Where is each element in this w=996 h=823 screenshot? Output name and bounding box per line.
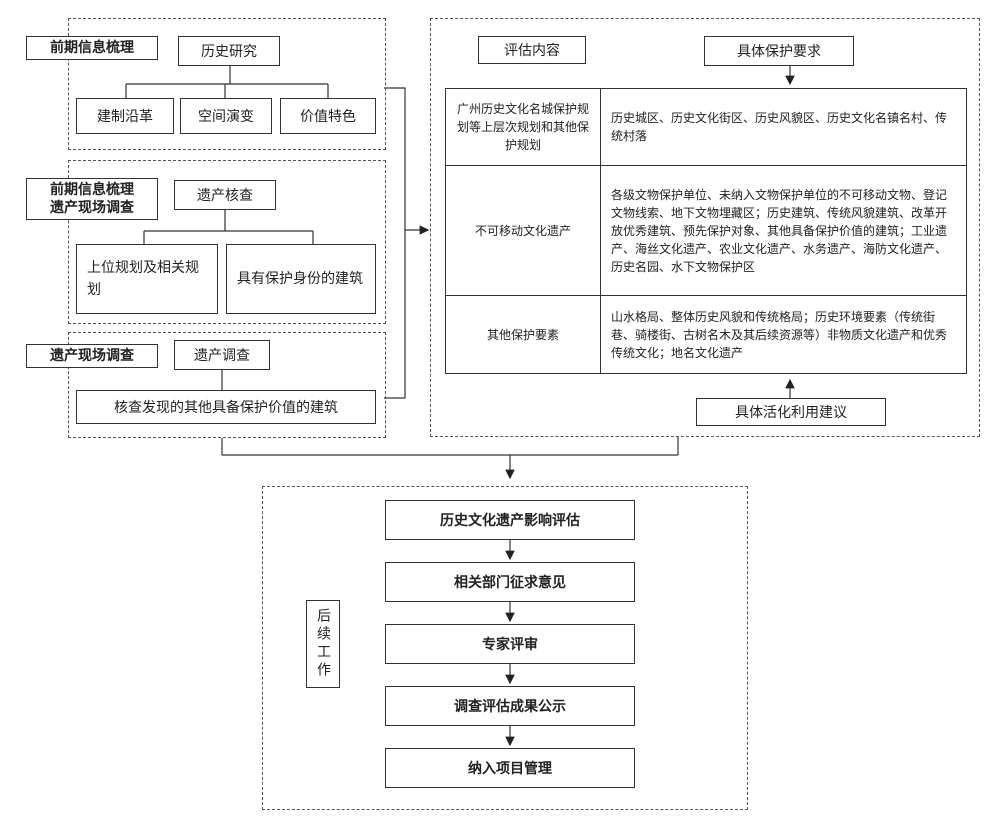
section2-frame — [68, 160, 386, 324]
section3-label: 遗产现场调查 — [26, 344, 158, 368]
row-name: 广州历史文化名城保护规划等上层次规划和其他保护规划 — [445, 88, 601, 166]
section1-label: 前期信息梳理 — [26, 36, 158, 60]
evaluation-frame — [430, 18, 980, 437]
followup-frame — [262, 486, 748, 810]
heritage-check-box: 遗产核查 — [174, 180, 276, 210]
step-box: 历史文化遗产影响评估 — [385, 500, 635, 540]
row-name: 其他保护要素 — [445, 296, 601, 374]
table-row: 广州历史文化名城保护规划等上层次规划和其他保护规划 历史城区、历史文化街区、历史… — [445, 88, 967, 166]
step-box: 专家评审 — [385, 624, 635, 664]
followup-label: 后续工作 — [306, 600, 340, 688]
activation-suggestion-box: 具体活化利用建议 — [696, 398, 886, 426]
table-row: 不可移动文化遗产 各级文物保护单位、未纳入文物保护单位的不可移动文物、登记文物线… — [445, 166, 967, 296]
eval-title-box: 评估内容 — [478, 36, 586, 64]
child-box: 建制沿革 — [76, 98, 174, 134]
history-research-box: 历史研究 — [178, 36, 280, 66]
section1-frame — [68, 18, 386, 150]
row-name: 不可移动文化遗产 — [445, 166, 601, 296]
step-box: 相关部门征求意见 — [385, 562, 635, 602]
child-box: 价值特色 — [280, 98, 376, 134]
evaluation-table: 广州历史文化名城保护规划等上层次规划和其他保护规划 历史城区、历史文化街区、历史… — [445, 88, 967, 374]
row-content: 山水格局、整体历史风貌和传统格局；历史环境要素（传统街巷、骑楼街、古树名木及其后… — [601, 296, 967, 374]
section2-label: 前期信息梳理 遗产现场调查 — [26, 178, 158, 220]
section2-label-line1: 前期信息梳理 — [50, 182, 134, 198]
step-box: 调查评估成果公示 — [385, 686, 635, 726]
child-box: 具有保护身份的建筑 — [226, 244, 376, 314]
step-box: 纳入项目管理 — [385, 748, 635, 788]
section3-frame — [68, 332, 386, 438]
table-row: 其他保护要素 山水格局、整体历史风貌和传统格局；历史环境要素（传统街巷、骑楼街、… — [445, 296, 967, 374]
heritage-survey-box: 遗产调查 — [174, 340, 270, 370]
section2-label-line2: 遗产现场调查 — [50, 200, 134, 216]
child-box: 空间演变 — [180, 98, 272, 134]
child-box: 核查发现的其他具备保护价值的建筑 — [76, 390, 376, 424]
child-box: 上位规划及相关规划 — [76, 244, 218, 314]
row-content: 各级文物保护单位、未纳入文物保护单位的不可移动文物、登记文物线索、地下文物埋藏区… — [601, 166, 967, 296]
protection-requirement-box: 具体保护要求 — [704, 36, 854, 66]
row-content: 历史城区、历史文化街区、历史风貌区、历史文化名镇名村、传统村落 — [601, 88, 967, 166]
